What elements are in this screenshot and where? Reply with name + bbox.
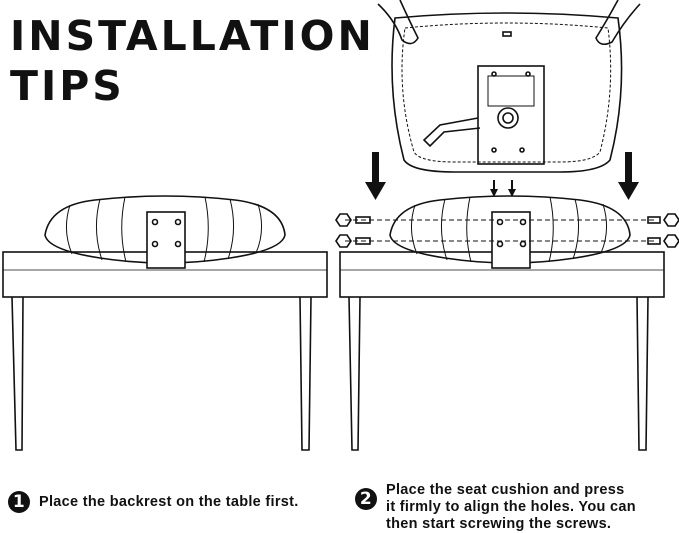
step-2: 2 Place the seat cushion and press it fi… [355,482,636,533]
step-text-line: Place the backrest on the table first. [39,494,299,510]
step-text: Place the seat cushion and press it firm… [386,482,636,533]
right-table [339,251,665,451]
seat-cushion-on-table [389,195,631,269]
chair-seat-upside-down [391,12,623,173]
title-line-1: INSTALLATION [10,12,375,60]
left-table [2,251,328,451]
step-text-line: it firmly to align the holes. You can [386,499,636,515]
screws [335,213,679,248]
title-line-2: TIPS [10,62,125,110]
step-text-line: Place the seat cushion and press [386,482,625,498]
step-1: 1 Place the backrest on the table first. [8,491,299,513]
step-number-badge: 2 [355,488,377,510]
step-number-badge: 1 [8,491,30,513]
step-text-line: then start screwing the screws. [386,516,612,532]
hands [377,0,641,46]
down-arrows [365,152,639,200]
backrest-cushion [44,195,286,269]
step-text: Place the backrest on the table first. [39,494,299,511]
